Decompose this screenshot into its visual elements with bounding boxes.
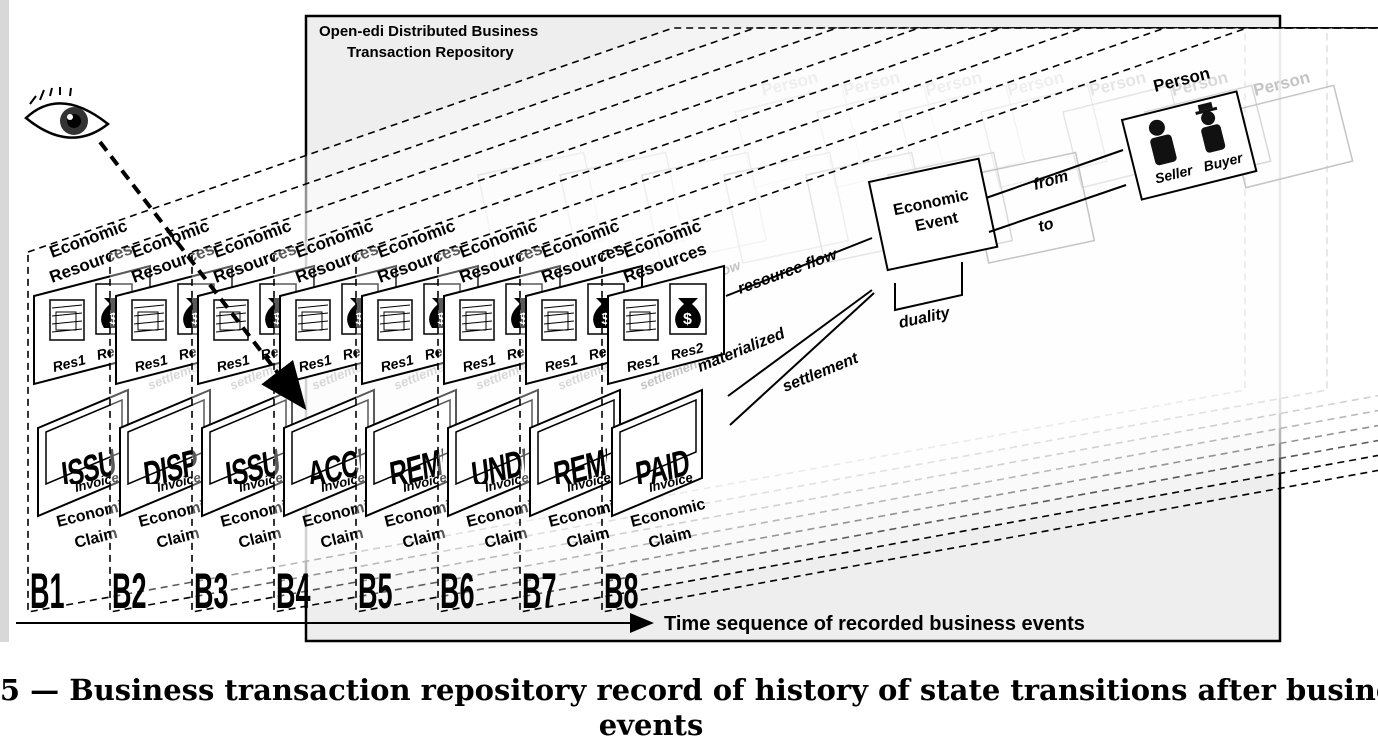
money-bag-icon: $ [669, 283, 707, 335]
cash-stack-icon [295, 299, 331, 341]
to-link [988, 184, 1127, 233]
svg-text:$: $ [601, 311, 610, 328]
svg-text:$: $ [191, 311, 200, 328]
duality-tab [894, 262, 963, 312]
cash-stack-icon [49, 299, 85, 341]
frame-id-b2: B2 [112, 562, 146, 619]
svg-text:$: $ [109, 311, 118, 328]
time-sequence-label: Time sequence of recorded business event… [664, 613, 1085, 635]
repository-title-line2: Transaction Repository [347, 44, 514, 61]
res1-label: Res1 [51, 351, 88, 375]
buyer-silhouette-icon [1195, 101, 1226, 153]
ghost-event-box [641, 151, 768, 264]
seller-silhouette-icon [1148, 119, 1177, 166]
res1-label: Res1 [133, 351, 170, 375]
frame-id-b3: B3 [194, 562, 228, 619]
ghost-event-box [477, 151, 604, 264]
res1-label: Res1 [379, 351, 416, 375]
svg-text:$: $ [519, 311, 528, 328]
frame-id-b5: B5 [358, 562, 392, 619]
ghost-event-box [559, 151, 686, 264]
from-link [985, 149, 1124, 199]
cash-stack-icon [459, 299, 495, 341]
eye-icon [24, 87, 111, 139]
frame-id-b8: B8 [604, 562, 638, 619]
figure-caption-line2: events [599, 708, 704, 742]
svg-text:$: $ [273, 311, 282, 328]
ghost-event-box [723, 151, 850, 264]
res1-label: Res1 [625, 351, 662, 375]
frame-b8: EconomicResources$Res1Res2PAIDInvoiceEco… [601, 27, 1378, 619]
page-edge [0, 0, 9, 642]
cash-stack-icon [377, 299, 413, 341]
cash-stack-icon [541, 299, 577, 341]
frame-outline [601, 27, 1378, 613]
cash-stack-icon [131, 299, 167, 341]
repository-title-line1: Open-edi Distributed Business [319, 23, 538, 40]
svg-text:$: $ [683, 311, 692, 328]
cash-stack-icon [213, 299, 249, 341]
res2-label: Res2 [669, 339, 706, 363]
person-box: Seller Buyer [1120, 90, 1258, 201]
to-label: to [1036, 215, 1055, 236]
frame-id-b7: B7 [522, 562, 556, 619]
frame-id-b4: B4 [276, 562, 311, 619]
res1-label: Res1 [215, 351, 252, 375]
figure-caption-line1: e 15 — Business transaction repository r… [0, 673, 1378, 707]
frame-id-b1: B1 [30, 562, 64, 619]
resource-flow-link [725, 237, 873, 297]
materialized-link [727, 289, 873, 397]
viewpoint-arrow [98, 140, 307, 411]
res1-label: Res1 [543, 351, 580, 375]
settlement-link [729, 292, 875, 426]
res1-label: Res1 [461, 351, 498, 375]
svg-text:$: $ [355, 311, 364, 328]
svg-text:$: $ [437, 311, 446, 328]
cash-stack-icon [623, 299, 659, 341]
frame-id-b6: B6 [440, 562, 474, 619]
invoice-document [619, 398, 697, 486]
economic-event-box: Economic Event [867, 157, 999, 272]
